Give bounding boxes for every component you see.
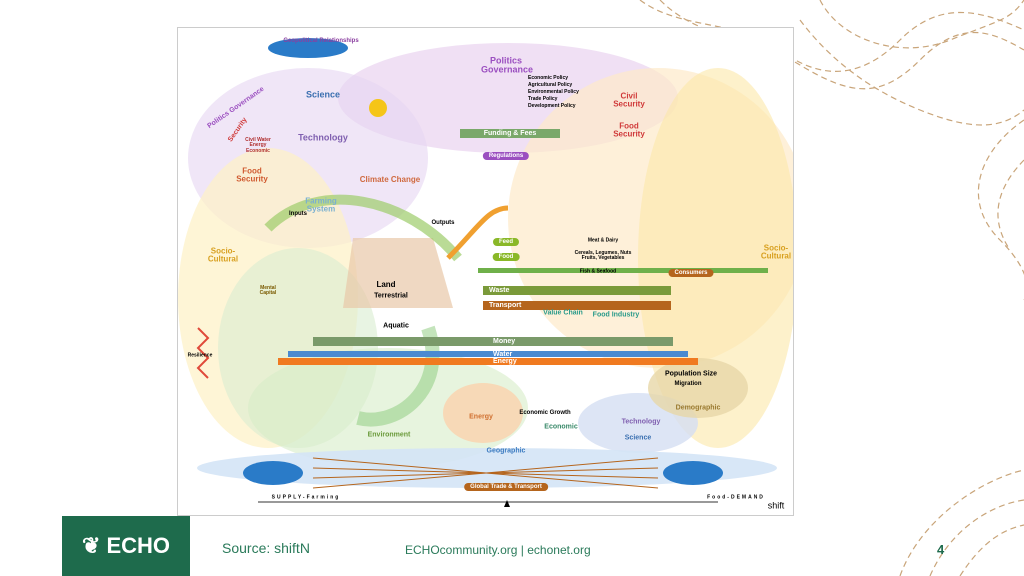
food-system-diagram: Geopolitical Relationships Politics Gove…	[177, 27, 794, 516]
label-feed: Feed	[492, 238, 520, 246]
label-aquatic: Aquatic	[383, 322, 409, 330]
label-technology-bottom: Technology	[621, 418, 661, 426]
label-outputs: Outputs	[431, 219, 455, 226]
label-demand: Food-DEMAND	[707, 494, 765, 501]
label-socio-left: Socio-Cultural	[207, 246, 239, 264]
label-regulations: Regulations	[482, 152, 530, 160]
policy-item: Agricultural Policy	[528, 82, 573, 88]
band-energy: Energy	[278, 358, 698, 365]
label-terrestrial: Terrestrial	[374, 292, 408, 300]
label-socio-right: Socio-Cultural	[760, 243, 792, 261]
label-food-security-left: Food Security	[236, 166, 268, 184]
label-energy: Energy	[469, 413, 493, 421]
page-number: 4	[937, 542, 945, 557]
echo-logo[interactable]: ❦ ECHO	[62, 516, 190, 576]
label-fish: Fish & Seafood	[579, 268, 617, 275]
label-migration: Migration	[674, 380, 702, 387]
label-economic: Economic	[544, 423, 578, 431]
label-climate-change: Climate Change	[359, 174, 421, 184]
label-environment: Environment	[367, 431, 411, 439]
policy-item: Economic Policy	[528, 75, 569, 81]
label-population: Population Size	[664, 370, 718, 378]
label-geographic: Geographic	[486, 447, 526, 455]
label-science-bottom: Science	[624, 434, 652, 442]
label-farming-system: Farming System	[305, 196, 337, 214]
label-food: Food	[492, 253, 520, 261]
shift-logo: shift	[767, 500, 785, 511]
band-water: Water	[288, 351, 688, 358]
label-science-top: Science	[305, 89, 341, 100]
leaf-icon: ❦	[82, 533, 101, 558]
label-geopolitical: Geopolitical Relationships	[283, 37, 359, 44]
label-demographic: Demographic	[675, 404, 721, 412]
label-technology-top: Technology	[298, 132, 348, 143]
label-value-chain: Value Chain	[543, 309, 583, 317]
policy-item: Trade Policy	[528, 96, 558, 102]
label-food-industry: Food Industry	[592, 311, 640, 319]
label-inputs: Inputs	[289, 210, 307, 217]
policy-item: Environmental Policy	[528, 89, 579, 95]
label-land: Land	[376, 279, 396, 289]
source-text: Source: shiftN	[222, 540, 310, 556]
label-economic-growth: Economic Growth	[519, 409, 571, 416]
label-politics-governance: Politics Governance	[481, 55, 534, 75]
band-money: Money	[313, 337, 673, 346]
policy-item: Development Policy	[528, 103, 576, 109]
label-global-trade: Global Trade & Transport	[464, 483, 548, 491]
label-meat-dairy: Meat & Dairy	[587, 237, 619, 244]
band-waste: Waste	[483, 286, 671, 295]
label-mental-capital: Mental Capital	[259, 284, 277, 296]
logo-text: ECHO	[106, 533, 170, 558]
label-consumers: Consumers	[668, 269, 714, 277]
label-civil-security: Civil Security	[613, 91, 645, 109]
policy-list: Economic Policy Agricultural Policy Envi…	[528, 75, 579, 110]
band-funding: Funding & Fees	[460, 129, 560, 138]
label-food-security-right: Food Security	[613, 121, 645, 139]
label-resilience: Resilience	[187, 352, 213, 359]
label-supply: SUPPLY-Farming	[271, 494, 341, 501]
label-security-items: Civil Water Energy Economic	[245, 137, 271, 154]
footer-links[interactable]: ECHOcommunity.org | echonet.org	[405, 543, 591, 557]
label-cereals: Cereals, Legumes, Nuts Fruits, Vegetable…	[574, 249, 632, 261]
band-transport: Transport	[483, 301, 671, 310]
